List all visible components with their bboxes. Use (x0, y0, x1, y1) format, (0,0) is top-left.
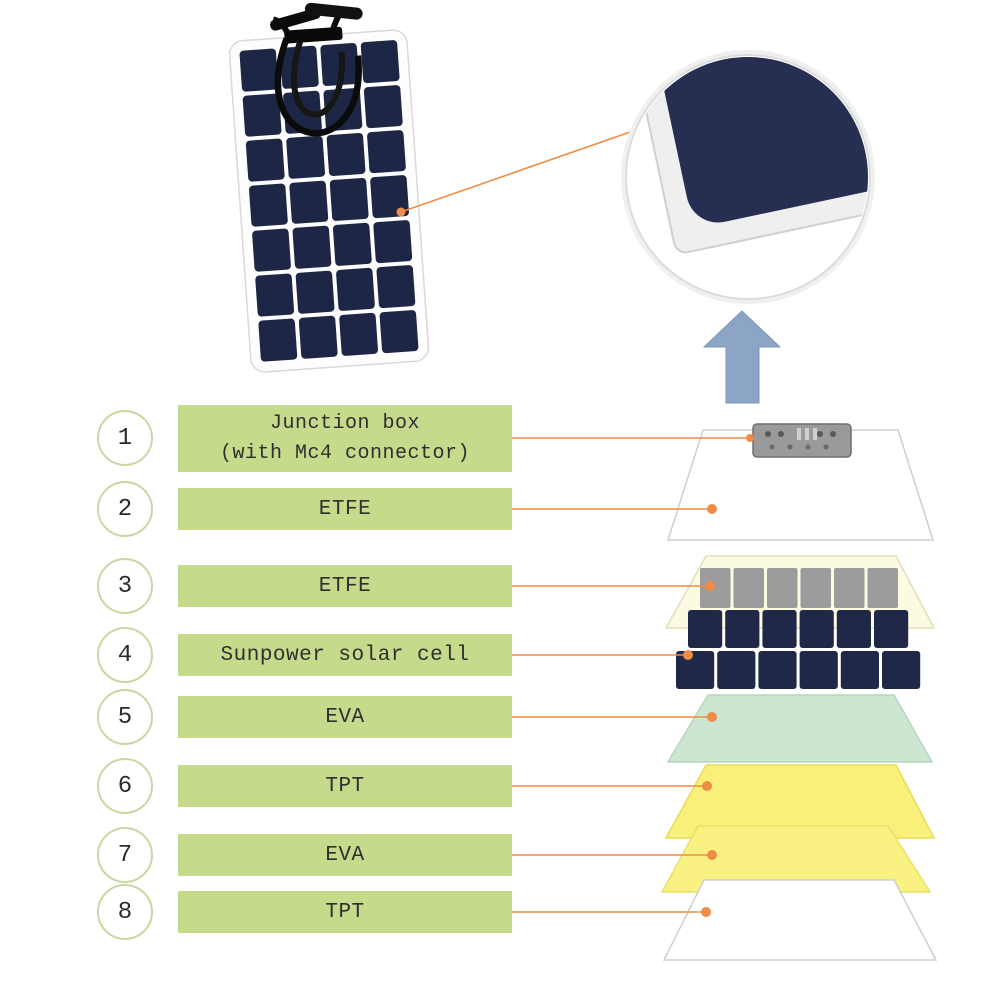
cell (725, 610, 760, 648)
layer-label: EVA (325, 843, 365, 867)
cell (882, 651, 921, 689)
step-number-circle: 5 (97, 689, 153, 745)
layer-label: ETFE (318, 497, 372, 521)
step-number-circle: 7 (97, 827, 153, 883)
cell (758, 651, 797, 689)
mc4-connector (304, 2, 363, 20)
tpt-upper-sheet (664, 764, 936, 839)
cell (239, 48, 279, 92)
step-number: 6 (117, 772, 133, 800)
step-number: 5 (117, 703, 133, 731)
layer-label-bar: TPT (178, 891, 512, 933)
cell (292, 225, 332, 269)
leader-dots (683, 434, 754, 917)
zoom-circle (621, 50, 875, 304)
leader-lines (512, 437, 750, 913)
step-number-circle: 2 (97, 481, 153, 537)
layer-label: TPT (325, 900, 365, 924)
cell (733, 568, 764, 608)
layer-label: Sunpower solar cell (220, 643, 470, 667)
junction-box (752, 423, 852, 458)
cell (242, 93, 282, 137)
up-arrow (702, 310, 782, 404)
layer-label-bar: Junction box (with Mc4 connector) (178, 405, 512, 472)
cell (258, 318, 298, 362)
cell (255, 273, 295, 317)
cell (336, 267, 375, 311)
cell (717, 651, 756, 689)
cell (329, 177, 369, 221)
cell (279, 45, 319, 89)
layer-stack (660, 423, 938, 961)
cell (245, 138, 285, 182)
step-number-circle: 4 (97, 627, 153, 683)
step-number: 8 (117, 898, 133, 926)
step-number: 7 (117, 841, 133, 869)
cell (373, 220, 413, 264)
layer-label: Junction box (269, 411, 421, 435)
cell (363, 85, 403, 129)
layer-label-bar: EVA (178, 696, 512, 738)
step-number: 1 (117, 424, 133, 452)
layer-label-bar: ETFE (178, 488, 512, 530)
cell (298, 315, 338, 359)
cell (252, 228, 291, 272)
cell (370, 175, 409, 219)
layer-label-bar: Sunpower solar cell (178, 634, 512, 676)
eva-upper-sheet (666, 694, 934, 763)
cell (379, 310, 419, 354)
step-number: 2 (117, 495, 133, 523)
shaded-cell-row (700, 568, 898, 608)
layer-label-bar: EVA (178, 834, 512, 876)
flexible-solar-panel-photo (228, 2, 430, 373)
cell (339, 312, 378, 356)
cell (700, 568, 731, 608)
zoom-panel-corner (635, 57, 868, 223)
magnifier-callout (400, 130, 634, 213)
layer-label-bar: ETFE (178, 565, 512, 607)
step-number-circle: 3 (97, 558, 153, 614)
cell (874, 610, 909, 648)
step-number: 3 (117, 572, 133, 600)
cell (834, 568, 865, 608)
step-number-circle: 6 (97, 758, 153, 814)
cell (286, 135, 326, 179)
cell (289, 180, 329, 224)
cell (360, 40, 400, 84)
tpt-bottom-sheet (662, 879, 938, 961)
cell (376, 265, 416, 309)
cell (767, 568, 798, 608)
cell (800, 568, 831, 608)
cell (799, 651, 838, 689)
cell (367, 130, 406, 174)
cell (676, 651, 715, 689)
cell (688, 610, 723, 648)
cell (332, 222, 372, 266)
step-number: 4 (117, 641, 133, 669)
layer-label: TPT (325, 774, 365, 798)
layer-label: ETFE (318, 574, 372, 598)
cell (326, 132, 366, 176)
cell (836, 610, 871, 648)
callout-dot (396, 207, 406, 217)
panel-junction-box (284, 26, 343, 44)
layer-label-line2: (with Mc4 connector) (219, 441, 471, 465)
cell (295, 270, 335, 314)
cell (840, 651, 879, 689)
cell (867, 568, 898, 608)
layer-label-bar: TPT (178, 765, 512, 807)
layer-label: EVA (325, 705, 365, 729)
step-number-circle: 8 (97, 884, 153, 940)
step-number-circle: 1 (97, 410, 153, 466)
cell (249, 183, 288, 227)
cell (762, 610, 797, 648)
eva-lower-sheet (660, 825, 932, 893)
cell (799, 610, 834, 648)
solar-cell-row (676, 651, 921, 689)
solar-cell-row (688, 610, 909, 648)
